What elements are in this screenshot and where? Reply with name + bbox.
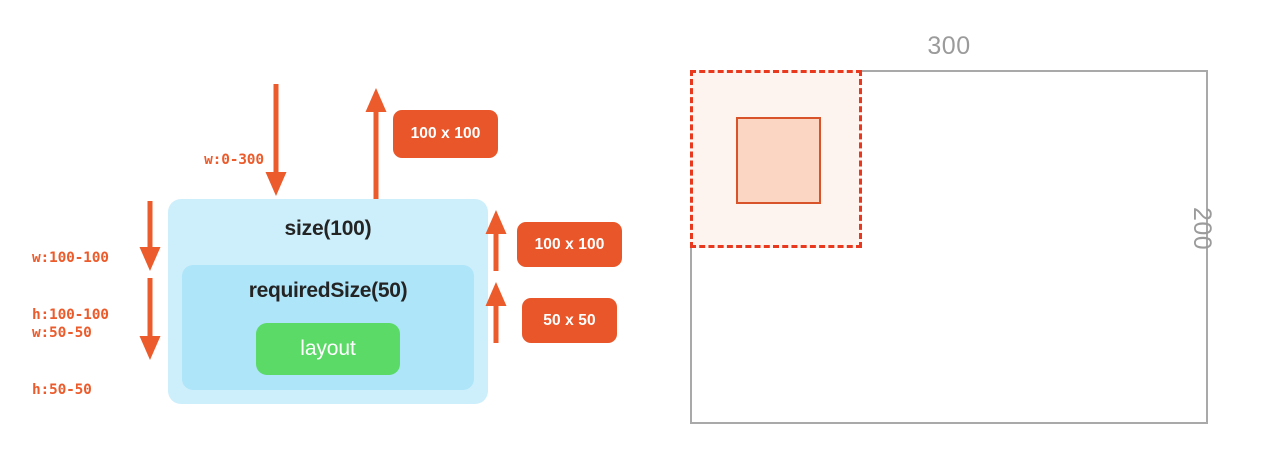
arrow-up-result-total <box>364 86 388 202</box>
canvas-inner-square <box>736 117 821 204</box>
badge-required-result: 50 x 50 <box>522 298 617 343</box>
constraint-left-upper: w:100-100 h:100-100 <box>32 211 152 363</box>
canvas-height-label: 200 <box>1188 207 1216 251</box>
badge-top-result: 100 x 100 <box>393 110 498 158</box>
layout-node: layout <box>256 323 400 375</box>
arrow-down-left-lower <box>138 278 162 362</box>
canvas-width-label: 300 <box>927 32 971 60</box>
arrow-down-left-upper <box>138 201 162 273</box>
required-size-card: requiredSize(50) layout <box>182 265 474 390</box>
canvas-dashed-rect <box>690 70 862 248</box>
arrow-down-incoming-constraint <box>264 84 288 198</box>
size-card: size(100) requiredSize(50) layout <box>168 199 488 404</box>
constraint-left-lower: w:50-50 h:50-50 <box>32 286 152 438</box>
constraint-left-lower-height: h:50-50 <box>32 382 92 398</box>
constraint-left-upper-height: h:100-100 <box>32 307 109 323</box>
constraint-incoming-top-width: w:0-300 <box>204 152 264 168</box>
arrow-up-size-result <box>484 209 508 271</box>
required-size-card-title: requiredSize(50) <box>248 279 408 302</box>
size-card-title: size(100) <box>284 217 372 240</box>
badge-size-result: 100 x 100 <box>517 222 622 267</box>
constraint-left-upper-width: w:100-100 <box>32 250 109 266</box>
layout-node-label: layout <box>300 337 356 360</box>
constraint-left-lower-width: w:50-50 <box>32 325 92 341</box>
arrow-up-required-result <box>484 281 508 343</box>
